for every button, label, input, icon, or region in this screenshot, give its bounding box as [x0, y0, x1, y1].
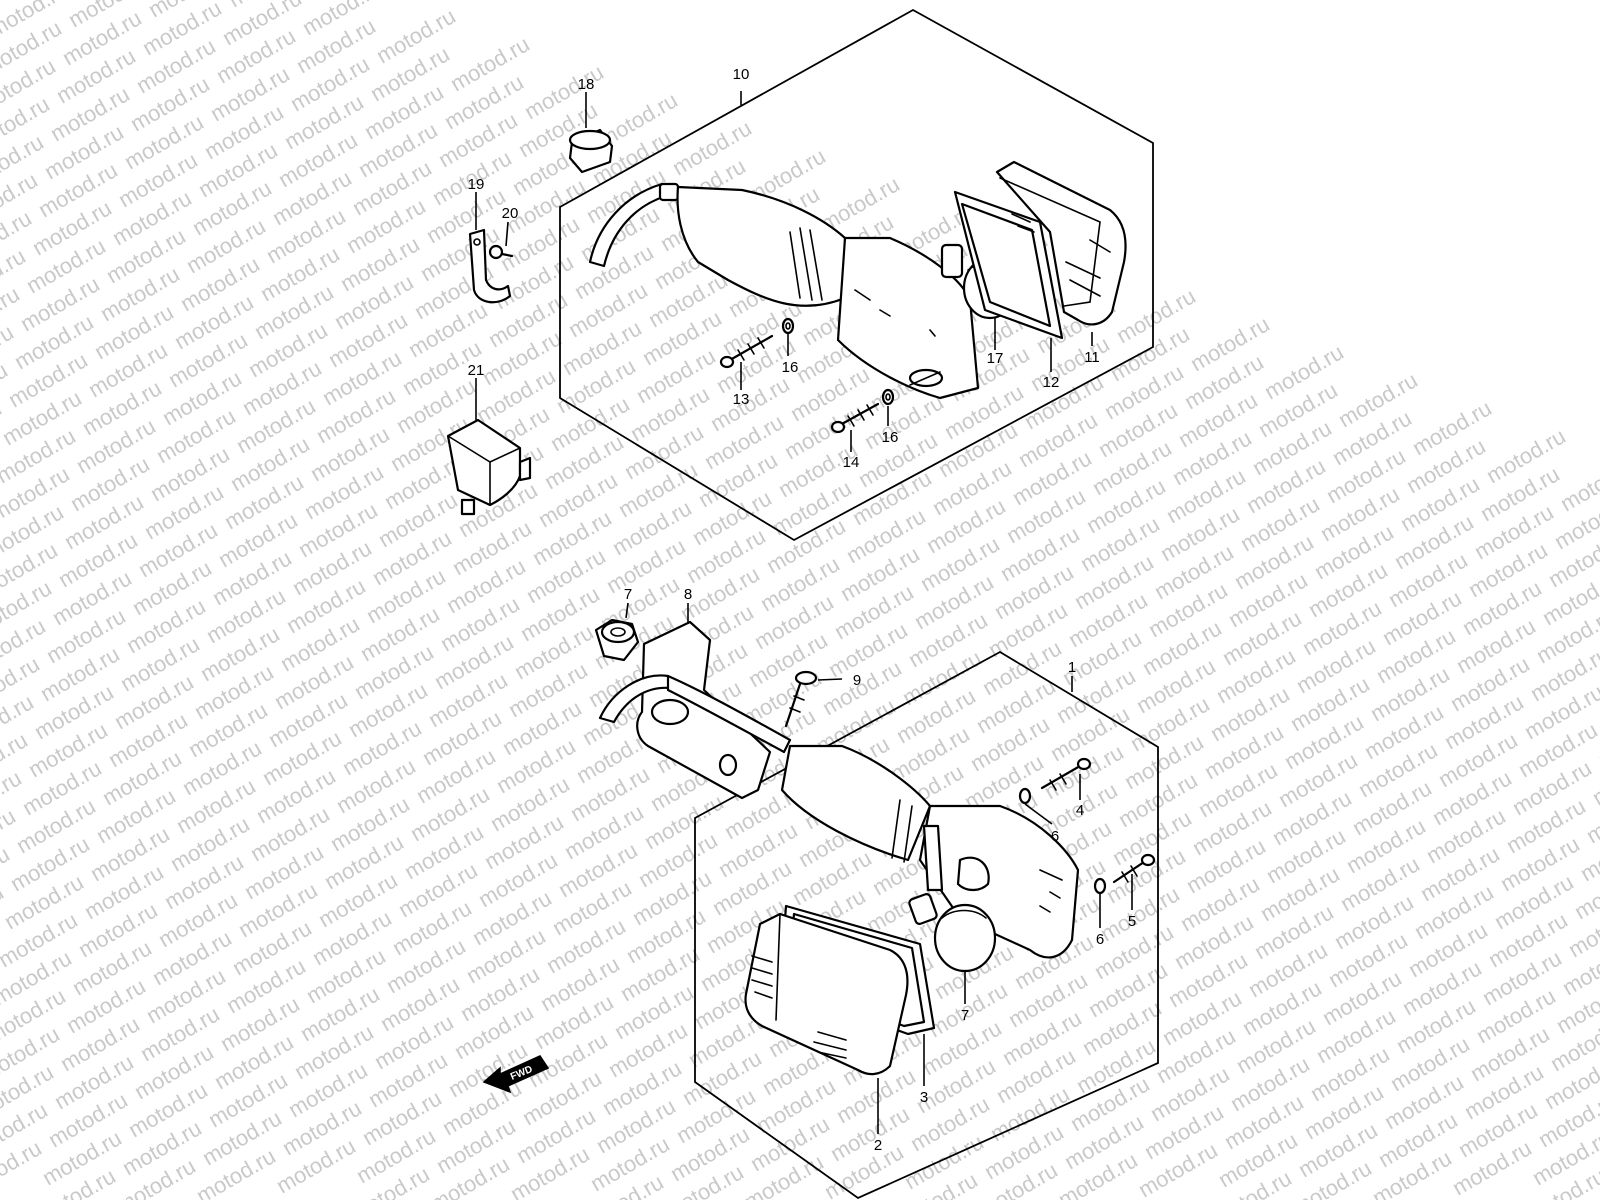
callout-5: 5: [1128, 913, 1136, 930]
signal-stalk-11: [588, 182, 980, 400]
lens-2: [744, 912, 909, 1134]
callout-12: 11: [1084, 349, 1100, 366]
nut-18: [568, 92, 614, 174]
washer-6-a: [1018, 787, 1032, 805]
callout-7: 7: [961, 1007, 969, 1024]
callout-14: 13: [733, 391, 750, 408]
callout-6-a: 6: [1051, 828, 1059, 845]
callout-2: 2: [874, 1137, 882, 1154]
lower-assembly: [594, 602, 1159, 1200]
bracket-19: [468, 192, 512, 304]
screw-4: [1040, 757, 1092, 800]
callout-8: 7: [624, 586, 632, 603]
screw-5: [1112, 853, 1156, 910]
washer-16-b: [881, 388, 895, 406]
callout-15: 14: [843, 454, 860, 471]
bracket-9: [636, 603, 772, 800]
washer-6-b: [1093, 877, 1107, 895]
assembly-frame-1: [694, 650, 1159, 1200]
callout-16-a: 16: [782, 359, 799, 376]
callout-13: 12: [1043, 374, 1060, 391]
assembly-frame-11: [559, 8, 1154, 542]
lens-12: [995, 160, 1127, 326]
upper-assembly: [559, 8, 1154, 542]
callout-16-b: 16: [882, 429, 899, 446]
relay-21: [446, 378, 532, 516]
screw-20: [488, 221, 514, 260]
signal-stalk-1: [780, 744, 1080, 959]
callout-4: 4: [1076, 802, 1084, 819]
callout-21: 21: [468, 362, 485, 379]
screw-14: [719, 334, 774, 369]
callout-3: 3: [920, 1089, 928, 1106]
callout-1: 1: [1068, 659, 1076, 676]
callout-18: 18: [578, 76, 595, 93]
callout-19: 19: [468, 176, 485, 193]
bulb-7: [908, 856, 997, 1004]
screw-15: [830, 402, 880, 434]
callout-11: 10: [733, 66, 750, 83]
callout-6-b: 6: [1096, 931, 1104, 948]
callout-labels: 10 18 19 20 21 17 12 11 13 16 14 16 7 8 …: [468, 66, 1137, 1154]
nut-8: [594, 602, 640, 662]
gasket-13: [953, 190, 1064, 340]
callout-9: 8: [684, 586, 692, 603]
callout-17: 17: [987, 350, 1004, 367]
screw-10: [784, 670, 843, 728]
callout-20: 20: [502, 205, 519, 222]
washer-16-a: [781, 317, 795, 335]
callout-10: 9: [853, 672, 861, 689]
